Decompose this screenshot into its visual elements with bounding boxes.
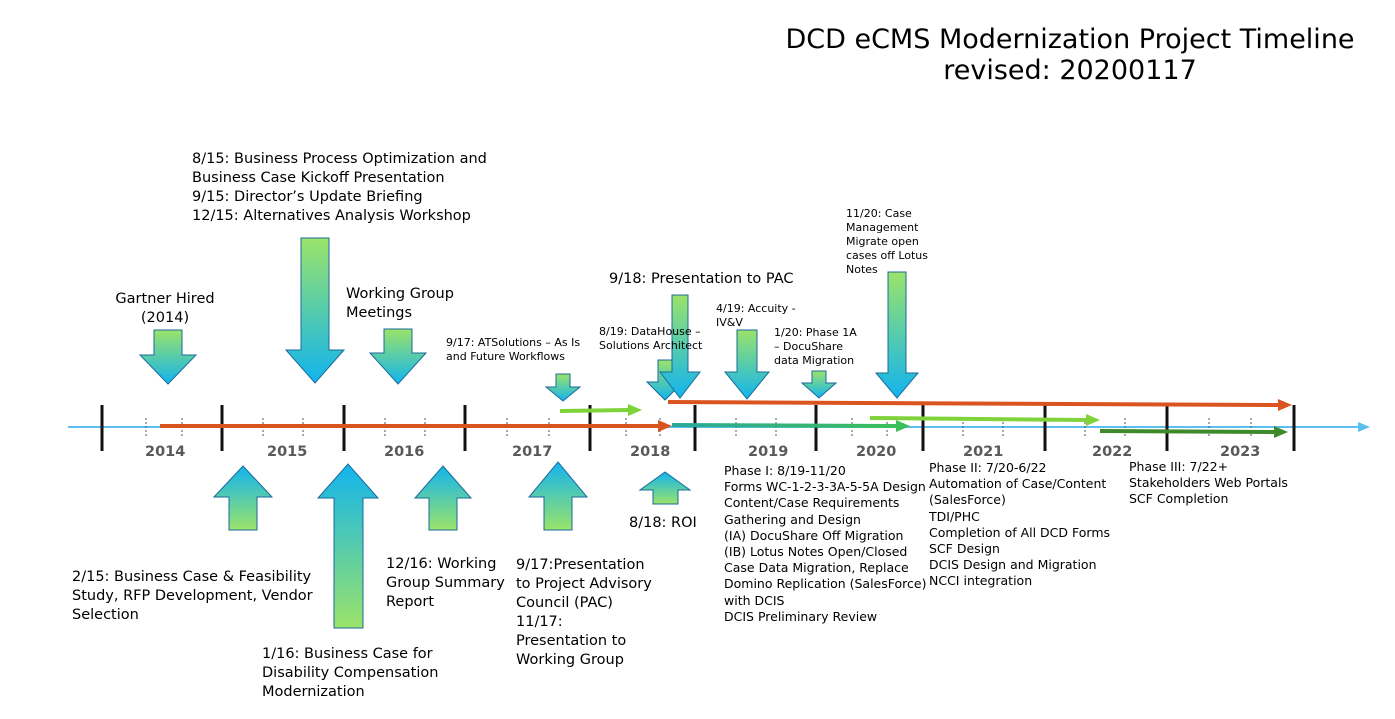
year-label-2018: 2018 [630,444,671,460]
event-accuity-ivv: 4/19: Accuity - IV&V [716,302,796,329]
phase-1-description: Phase I: 8/19-11/20 Forms WC-1-2-3-3A-5-… [724,463,927,624]
up-arrow-wg-summary [413,465,473,531]
event-roi: 8/18: ROI [629,515,697,531]
year-label-2022: 2022 [1092,444,1133,460]
orange-arrow-phase0 [160,420,672,432]
down-arrow-working-group [368,328,428,385]
up-arrow-pac-2017 [527,461,589,531]
event-datahouse: 8/19: DataHouse – Solutions Architect [599,325,703,352]
year-label-2017: 2017 [512,444,553,460]
event-bpo-kickoff: 8/15: Business Process Optimization and … [192,151,487,224]
teal-arrow-phase1 [671,420,910,432]
up-arrow-roi [638,471,692,505]
title-line-1: DCD eCMS Modernization Project Timeline [785,24,1355,55]
orange-arrow-phase-long [667,399,1292,411]
event-business-case-2015: 2/15: Business Case & Feasibility Study,… [72,569,313,623]
event-pac-presentation-2017: 9/17:Presentation to Project Advisory Co… [516,557,652,668]
event-case-management: 11/20: Case Management Migrate open case… [846,207,929,276]
green-arrow-phase2 [869,414,1100,426]
year-label-2023: 2023 [1220,444,1261,460]
down-arrow-bpo [284,237,346,384]
down-arrow-gartner [138,329,198,385]
year-label-2015: 2015 [267,444,308,460]
year-label-2020: 2020 [856,444,897,460]
year-label-2014: 2014 [145,444,186,460]
event-phase1a-docushare: 1/20: Phase 1A – DocuShare data Migratio… [774,326,857,367]
up-arrow-business-case-2016 [316,463,380,629]
phase-2-description: Phase II: 7/20-6/22 Automation of Case/C… [929,460,1111,589]
event-working-group-meetings: Working Group Meetings [346,286,454,321]
event-gartner-hired: Gartner Hired (2014) [115,291,215,326]
down-arrow-phase1a [800,370,838,399]
page-title: DCD eCMS Modernization Project Timeline … [760,24,1380,86]
down-arrow-accuity [723,329,771,400]
green-arrow-2017 [559,404,642,416]
phase-3-description: Phase III: 7/22+ Stakeholders Web Portal… [1129,459,1288,507]
year-label-2021: 2021 [963,444,1004,460]
year-label-2016: 2016 [384,444,425,460]
down-arrow-pac-2018 [658,294,702,399]
title-line-2: revised: 20200117 [943,55,1197,86]
year-label-2019: 2019 [748,444,789,460]
up-arrow-business-case-2015 [212,465,274,531]
down-arrow-case-mgmt [874,271,920,399]
down-arrow-atsolutions [544,373,582,402]
event-atsolutions: 9/17: ATSolutions – As Is and Future Wor… [446,336,581,363]
event-pac-presentation-2018: 9/18: Presentation to PAC [609,271,794,287]
event-business-case-2016: 1/16: Business Case for Disability Compe… [262,646,439,700]
event-wg-summary-report: 12/16: Working Group Summary Report [386,556,505,610]
axis-arrowhead-icon [1358,422,1370,432]
dark-green-arrow-phase3 [1099,426,1288,438]
